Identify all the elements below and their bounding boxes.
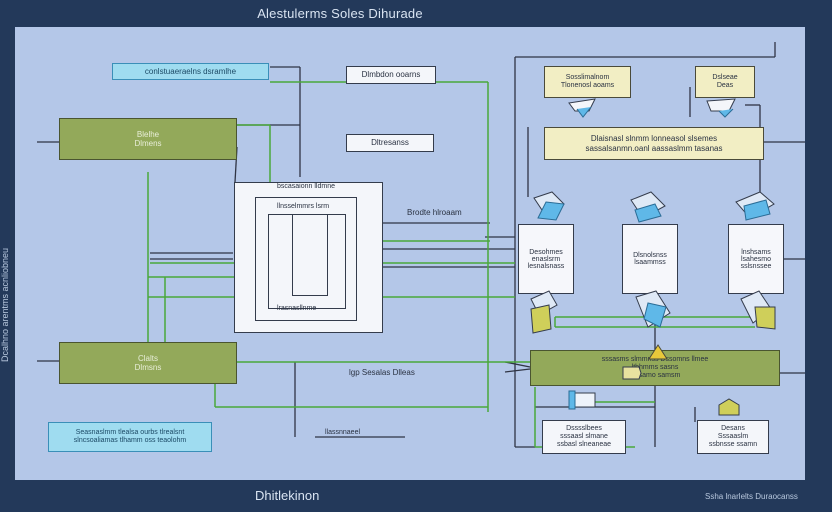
document-card-1: Desohmes enaslsrm lesnalsnass [518, 224, 574, 294]
left-header-box: conlstuaeraelns dsramlhe [112, 63, 269, 80]
center-mid-label-box: Dltresanss [346, 134, 434, 152]
box-icon [718, 398, 740, 416]
pen-icon-right [706, 98, 736, 118]
folder-icon-2 [630, 191, 666, 223]
bottom-info-box-2: Desans Sssaaslm ssbnsse ssamn [697, 420, 769, 454]
center-inner-top-label: llnsselmmrs lsrm [277, 203, 330, 210]
bottom-right-label: Ssha lnarlelts Duraocanss [705, 492, 798, 501]
diagram-title: Alestulerms Soles Dihurade [257, 6, 423, 21]
olive-block-bottom: Clalts Dlmsns [59, 342, 237, 384]
center-frame-title: bscasaionn lldmne [277, 183, 335, 190]
folder-icon-6 [740, 290, 776, 330]
center-bottom-tag: lgp Sesalas Dlleas [349, 368, 415, 377]
left-note-box: Seasnaslmm tlealsa ourbs tlrealsnt slncs… [48, 422, 212, 452]
pen-icon [568, 98, 596, 118]
tag-icon [622, 366, 642, 380]
document-card-3: lnshsams lsahesmo sslsnssee [728, 224, 784, 294]
callout-right: Dslseae Deas [695, 66, 755, 98]
center-top-label-box: Dlmbdon ooarns [346, 66, 436, 84]
document-card-2: Dlsnolsnss lsaammss [622, 224, 678, 294]
center-core-slot [292, 214, 328, 296]
side-label: Dcalhno arentms acnliobneu [0, 247, 10, 363]
diagram-canvas: conlstuaeraelns dsramlhe Blelhe Dlmens C… [15, 27, 805, 480]
warning-icon [648, 344, 668, 360]
center-inner-bottom-label: lrasnasllnme [277, 305, 317, 312]
bottom-title: Dhitlekinon [255, 488, 320, 503]
folder-icon-4 [530, 290, 558, 334]
bottom-info-box-1: Dsssslbees sssaasl slmane ssbasl slneane… [542, 420, 626, 454]
pale-summary-bar: Dlaisnasl slnmm lonneasol slsemes sassal… [544, 127, 764, 160]
center-bottom-label: llassnnaeel [325, 429, 361, 436]
olive-block-top: Blelhe Dlmens [59, 118, 237, 160]
folder-icon-3 [735, 191, 775, 221]
folder-icon-1 [533, 191, 565, 221]
scroll-icon [568, 390, 596, 410]
callout-left: Sosslimalnom Tlonenosl aoams [544, 66, 631, 98]
folder-icon-5 [635, 290, 671, 328]
connector-lines [37, 42, 805, 448]
center-side-tag: Brodte hlroaam [407, 208, 462, 217]
